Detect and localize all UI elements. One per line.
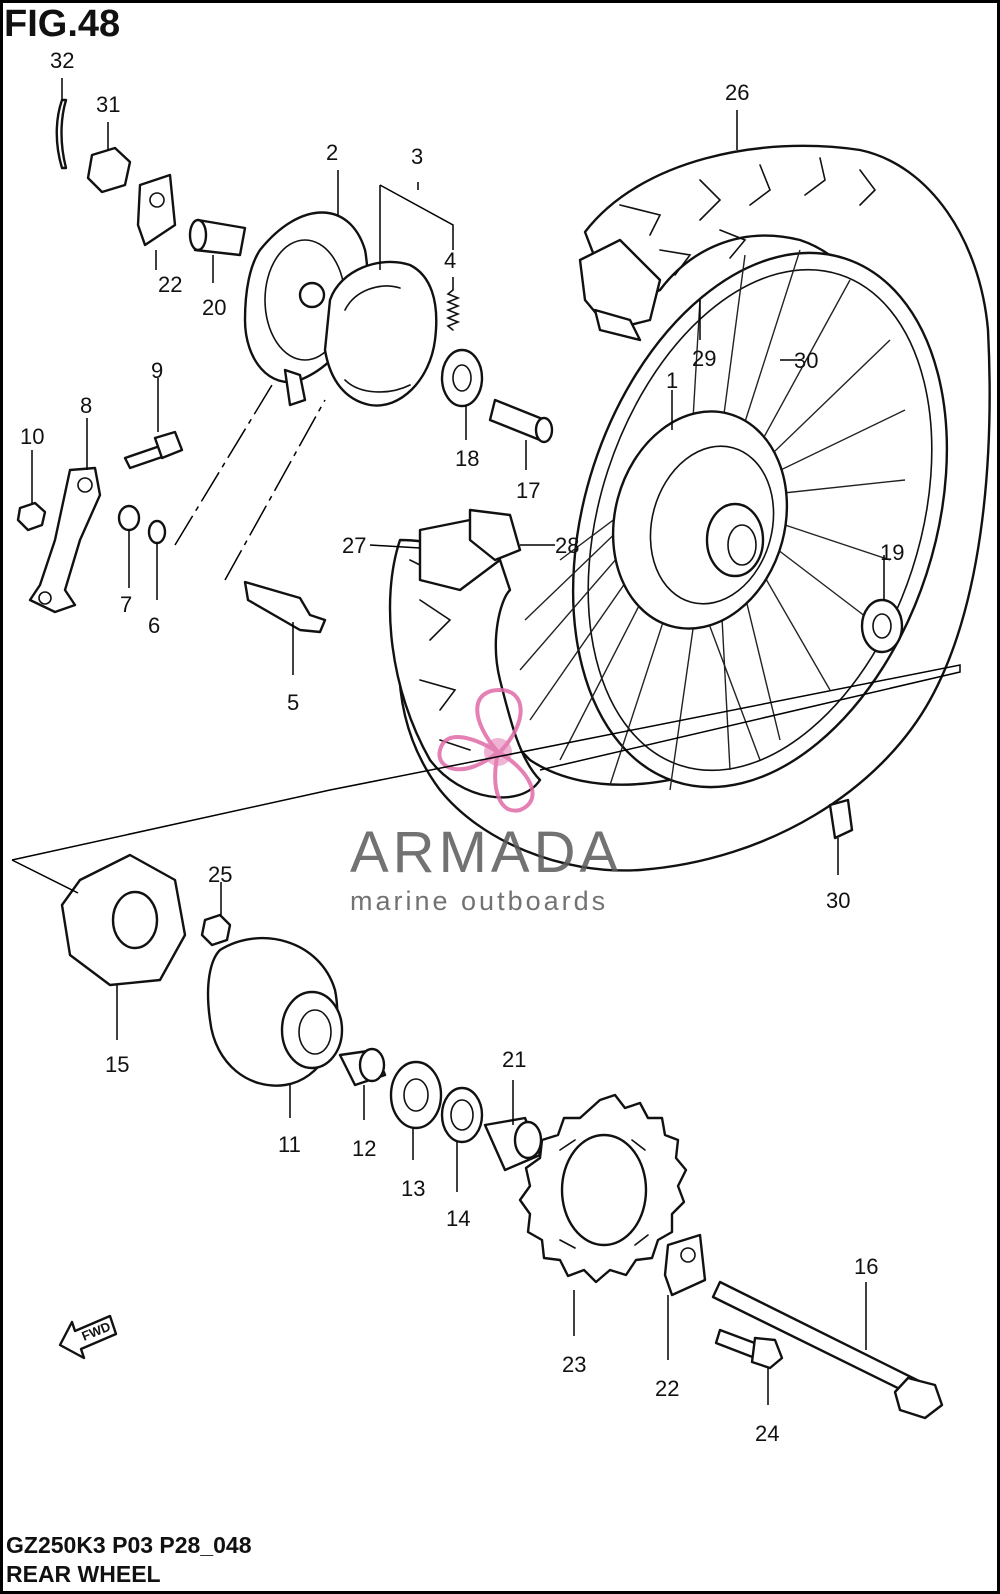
section-title: REAR WHEEL xyxy=(6,1561,161,1587)
cam-o-ring[interactable] xyxy=(147,519,167,545)
callout-14: 14 xyxy=(446,1206,470,1231)
callout-6: 6 xyxy=(148,613,160,638)
arrow-left-icon xyxy=(58,1314,118,1360)
callout-20: 20 xyxy=(202,295,226,320)
callout-27: 27 xyxy=(342,533,366,558)
callout-15: 15 xyxy=(105,1052,129,1077)
callout-numbers: 32 31 2 3 4 22 20 9 8 10 7 6 5 18 17 1 2… xyxy=(20,48,904,1446)
callout-32: 31 xyxy=(96,92,120,117)
callout-1: 1 xyxy=(666,368,678,393)
rear-wheel-assembly xyxy=(397,144,991,872)
callout-18: 18 xyxy=(455,446,479,471)
callout-26: 26 xyxy=(725,80,749,105)
callout-22-lower: 22 xyxy=(655,1376,679,1401)
centerline-upper xyxy=(174,379,276,546)
callout-21: 21 xyxy=(502,1047,526,1072)
callout-31: 30 xyxy=(826,888,850,913)
callout-17: 17 xyxy=(516,478,540,503)
axle-nut[interactable] xyxy=(86,146,132,194)
callout-23: 23 xyxy=(562,1352,586,1377)
centerline-cam xyxy=(224,399,326,581)
cotter-pin[interactable] xyxy=(55,98,68,170)
shoe-spring[interactable] xyxy=(445,289,461,331)
callout-8: 8 xyxy=(80,393,92,418)
callout-24: 24 xyxy=(755,1421,779,1446)
callout-4: 4 xyxy=(444,248,456,273)
valve-cap[interactable] xyxy=(828,798,854,840)
callout-30: 30 xyxy=(794,348,818,373)
callout-25: 25 xyxy=(208,862,232,887)
callout-2: 2 xyxy=(326,140,338,165)
brake-shoe-set[interactable] xyxy=(323,260,438,407)
watermark-brand: ARMADA xyxy=(350,820,622,885)
callout-12: 12 xyxy=(352,1136,376,1161)
watermark-logo: ARMADA marine outboards xyxy=(350,687,622,916)
callout-5: 5 xyxy=(287,690,299,715)
torque-link-stopper[interactable] xyxy=(136,173,177,247)
lever-nut[interactable] xyxy=(16,501,47,532)
drum-bearing[interactable] xyxy=(389,1060,443,1130)
model-code: GZ250K3 P03 P28_048 xyxy=(6,1532,252,1558)
callout-10: 10 xyxy=(20,424,44,449)
callout-22-upper: 22 xyxy=(158,272,182,297)
fwd-marker: FWD xyxy=(58,1314,118,1360)
figure-number: FIG.48 xyxy=(4,3,120,45)
rim-strap[interactable] xyxy=(468,508,522,562)
callout-3: 3 xyxy=(411,144,423,169)
callout-19: 19 xyxy=(880,540,904,565)
callout-33: 32 xyxy=(50,48,74,73)
callout-11: 11 xyxy=(278,1132,301,1157)
brake-cam-lever[interactable] xyxy=(28,466,102,614)
callout-28: 28 xyxy=(555,533,579,558)
sprocket-nut[interactable] xyxy=(200,913,232,947)
callout-29: 29 xyxy=(692,346,716,371)
tire-bead-piece[interactable] xyxy=(578,238,662,332)
chain-adjuster-plate[interactable] xyxy=(663,1233,707,1297)
drum-oil-seal[interactable] xyxy=(440,1086,484,1144)
leader-lines xyxy=(31,78,885,1405)
tire-tread xyxy=(619,157,877,276)
callout-16: 16 xyxy=(854,1254,878,1279)
callout-7: 7 xyxy=(120,592,132,617)
hub-center xyxy=(705,502,765,578)
wheel-bearing-left[interactable] xyxy=(440,348,484,408)
watermark-tagline: marine outboards xyxy=(350,886,608,916)
propeller-icon xyxy=(437,687,535,813)
lever-washer[interactable] xyxy=(117,504,141,532)
callout-13: 13 xyxy=(401,1176,425,1201)
brake-cam-shaft[interactable] xyxy=(243,580,327,634)
callout-9: 9 xyxy=(151,358,163,383)
rim-inner-edge xyxy=(587,268,933,772)
wheel-bearing-right[interactable] xyxy=(860,598,904,654)
